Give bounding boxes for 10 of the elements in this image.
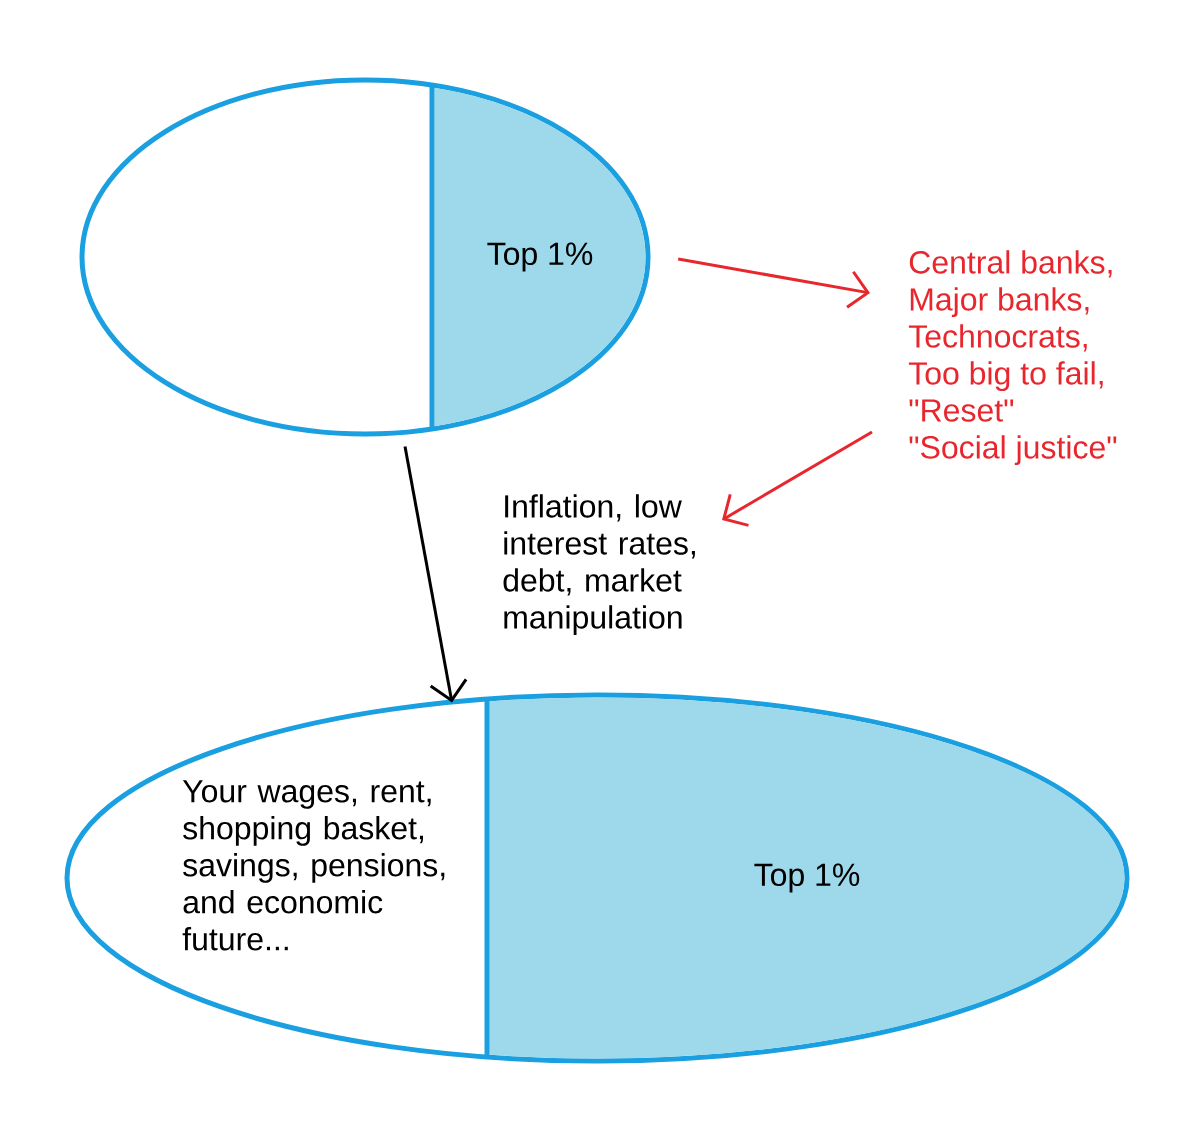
pie-segment: Top 1% [484, 695, 1125, 1061]
segment-text: Your wages, rent, shopping basket, savings, pensions, and economic future... [182, 780, 445, 951]
arrow [722, 430, 873, 527]
note-text: Inflation, low interest rates, debt, market manipulation [503, 494, 695, 635]
arrow [403, 446, 468, 703]
pie-segment: Top 1% [429, 80, 646, 434]
arrow [677, 257, 870, 309]
ellipse-outline [79, 77, 651, 437]
ellipse-outline [64, 692, 1130, 1064]
list-text: Central banks, Major banks, Technocrats, Too big to fail, "Reset" "Social justice" [908, 250, 1117, 465]
